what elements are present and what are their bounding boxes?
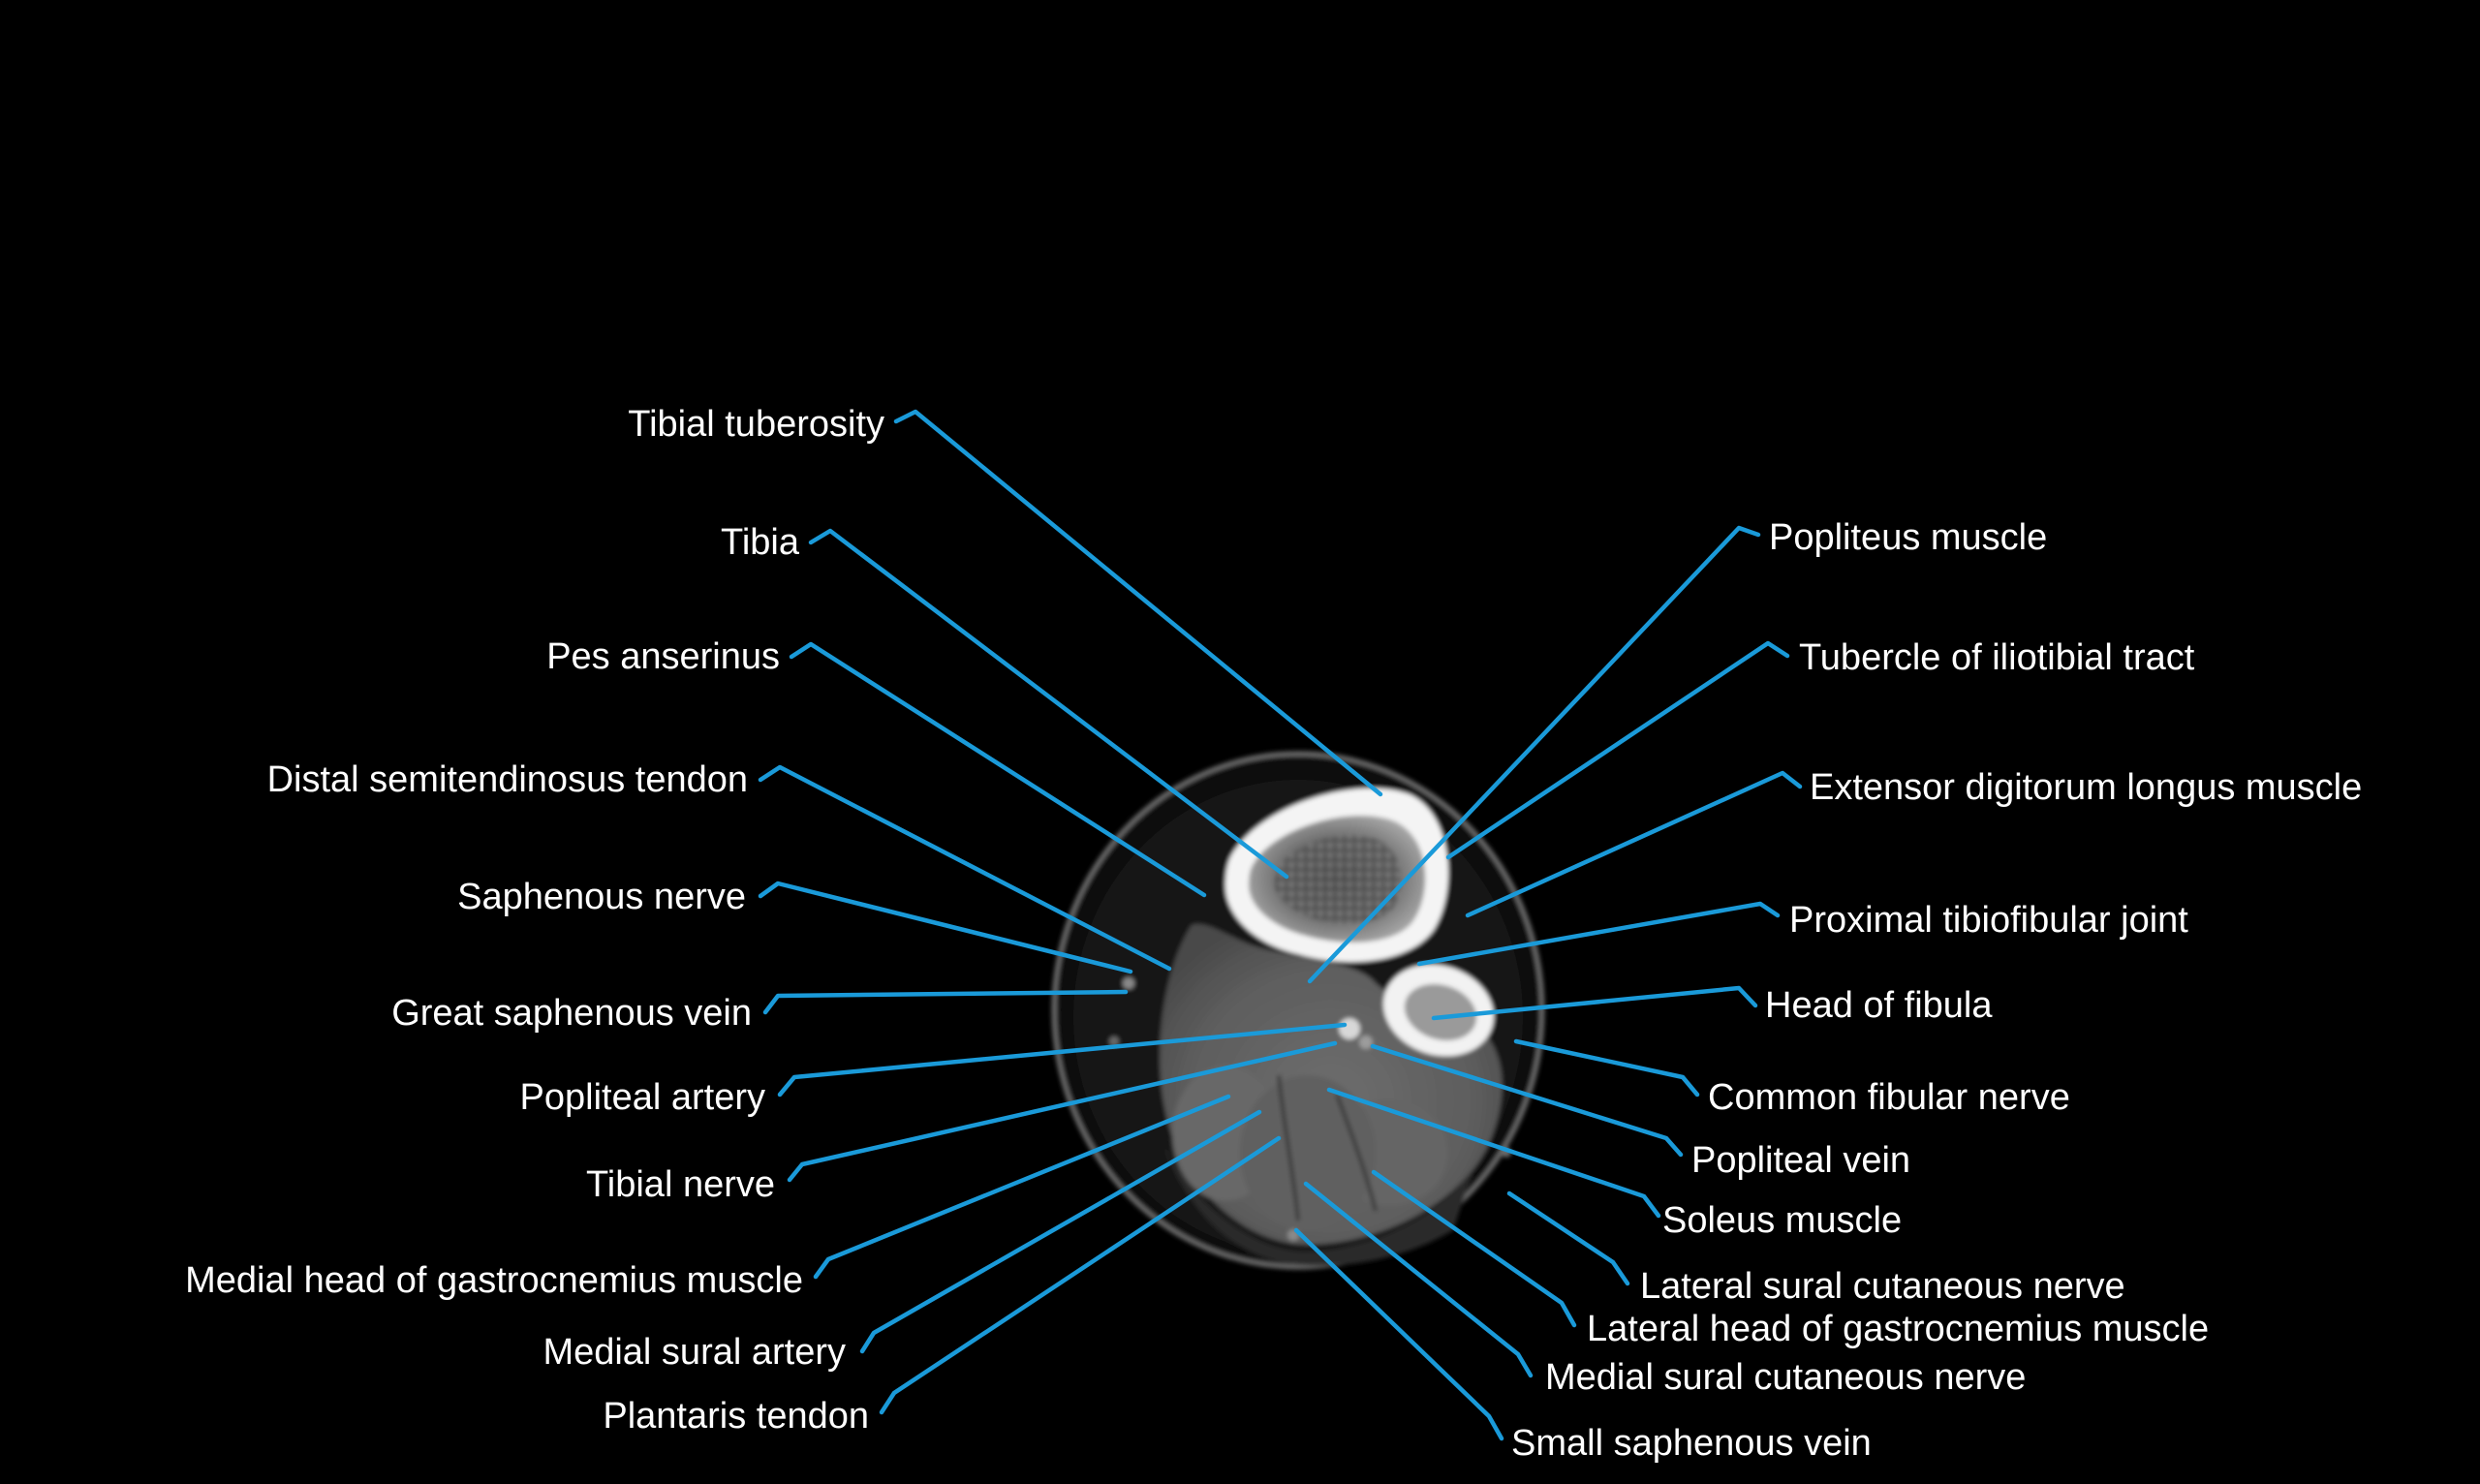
label-small-saphenous-vein: Small saphenous vein [1511, 1423, 1872, 1464]
leader-line [1416, 901, 1781, 967]
leader-line [1465, 770, 1803, 918]
label-proximal-tibiofibular-joint: Proximal tibiofibular joint [1789, 900, 2188, 941]
leader-line [758, 881, 1133, 974]
label-saphenous-nerve: Saphenous nerve [457, 877, 746, 917]
annotation-tubercle-of-iliotibial-tract: Tubercle of iliotibial tract [1445, 637, 2195, 860]
label-tubercle-of-iliotibial-tract: Tubercle of iliotibial tract [1799, 637, 2195, 678]
annotation-proximal-tibiofibular-joint: Proximal tibiofibular joint [1416, 900, 2188, 967]
annotation-pes-anserinus: Pes anserinus [546, 636, 1207, 898]
fibula-head-marrow [1404, 983, 1477, 1041]
label-pes-anserinus: Pes anserinus [546, 636, 780, 677]
fascial-planes [1277, 1074, 1378, 1221]
label-popliteal-artery: Popliteal artery [520, 1077, 765, 1118]
leader-line [893, 409, 1383, 797]
label-medial-sural-cutaneous-nerve: Medial sural cutaneous nerve [1545, 1357, 2026, 1398]
label-extensor-digitorum-longus-muscle: Extensor digitorum longus muscle [1810, 767, 2362, 808]
label-popliteus-muscle: Popliteus muscle [1769, 517, 2047, 558]
label-medial-sural-artery: Medial sural artery [542, 1332, 846, 1373]
annotation-popliteal-vein: Popliteal vein [1370, 1043, 1910, 1181]
popliteal-artery-spot [1339, 1018, 1360, 1039]
leader-line [1506, 1190, 1630, 1286]
label-medial-head-of-gastrocnemius-muscle: Medial head of gastrocnemius muscle [185, 1260, 803, 1301]
leader-line [1293, 1227, 1504, 1441]
leader-line [1431, 985, 1758, 1021]
annotation-great-saphenous-vein: Great saphenous vein [391, 989, 1129, 1034]
annotation-saphenous-nerve: Saphenous nerve [457, 877, 1133, 974]
label-popliteal-vein: Popliteal vein [1691, 1140, 1910, 1181]
leader-line [762, 989, 1129, 1015]
leader-line [1370, 1043, 1684, 1158]
leader-line [879, 1135, 1282, 1415]
leader-line [1303, 1181, 1534, 1378]
label-head-of-fibula: Head of fibula [1765, 985, 1993, 1026]
annotation-soleus-muscle: Soleus muscle [1326, 1087, 1902, 1241]
leader-line [787, 1040, 1338, 1183]
leader-line [859, 1109, 1262, 1354]
leader-line [758, 764, 1172, 972]
leader-line [1326, 1087, 1661, 1219]
label-great-saphenous-vein: Great saphenous vein [391, 993, 752, 1034]
leader-line [1371, 1169, 1577, 1328]
annotation-popliteal-artery: Popliteal artery [520, 1022, 1348, 1118]
annotation-plantaris-tendon: Plantaris tendon [603, 1135, 1282, 1437]
leader-line [1513, 1038, 1700, 1098]
label-tibial-tuberosity: Tibial tuberosity [628, 404, 884, 445]
annotation-medial-sural-artery: Medial sural artery [542, 1109, 1262, 1373]
annotation-common-fibular-nerve: Common fibular nerve [1513, 1038, 2070, 1118]
label-tibia: Tibia [721, 522, 800, 563]
annotation-layer: Tibial tuberosity Tibia Pes anserinus Di… [185, 404, 2362, 1464]
label-lateral-head-of-gastrocnemius-muscle: Lateral head of gastrocnemius muscle [1587, 1309, 2209, 1349]
leader-line [1445, 640, 1790, 860]
leader-line [1307, 525, 1761, 984]
posterior-fat [1162, 1143, 1472, 1266]
label-common-fibular-nerve: Common fibular nerve [1708, 1077, 2070, 1118]
label-soleus-muscle: Soleus muscle [1662, 1200, 1902, 1241]
label-plantaris-tendon: Plantaris tendon [603, 1396, 869, 1437]
annotation-extensor-digitorum-longus-muscle: Extensor digitorum longus muscle [1465, 767, 2362, 918]
annotation-lateral-sural-cutaneous-nerve: Lateral sural cutaneous nerve [1506, 1190, 2125, 1307]
tibia-trabecular [1274, 835, 1402, 924]
medial-edge-spot [1109, 1036, 1119, 1046]
posterior-muscle-mass [1240, 1075, 1376, 1230]
annotation-popliteus-muscle: Popliteus muscle [1307, 517, 2047, 984]
annotation-tibial-tuberosity: Tibial tuberosity [628, 404, 1383, 797]
annotation-medial-sural-cutaneous-nerve: Medial sural cutaneous nerve [1303, 1181, 2026, 1398]
annotation-head-of-fibula: Head of fibula [1431, 985, 1993, 1026]
annotation-medial-head-of-gastrocnemius-muscle: Medial head of gastrocnemius muscle [185, 1094, 1231, 1301]
leader-line [813, 1094, 1231, 1280]
leader-line [808, 528, 1289, 880]
annotation-tibia: Tibia [721, 522, 1289, 880]
annotation-distal-semitendinosus-tendon: Distal semitendinosus tendon [267, 759, 1172, 972]
label-tibial-nerve: Tibial nerve [586, 1164, 775, 1205]
annotation-small-saphenous-vein: Small saphenous vein [1293, 1227, 1872, 1464]
annotation-tibial-nerve: Tibial nerve [586, 1040, 1338, 1205]
leader-line [777, 1022, 1348, 1098]
label-distal-semitendinosus-tendon: Distal semitendinosus tendon [267, 759, 748, 800]
ct-slice-image [1051, 751, 1545, 1270]
popliteal-vein-spot [1359, 1036, 1373, 1049]
leader-line [789, 641, 1207, 898]
saphenous-spot [1123, 977, 1134, 989]
annotation-lateral-head-of-gastrocnemius-muscle: Lateral head of gastrocnemius muscle [1371, 1169, 2209, 1349]
label-lateral-sural-cutaneous-nerve: Lateral sural cutaneous nerve [1640, 1266, 2125, 1307]
